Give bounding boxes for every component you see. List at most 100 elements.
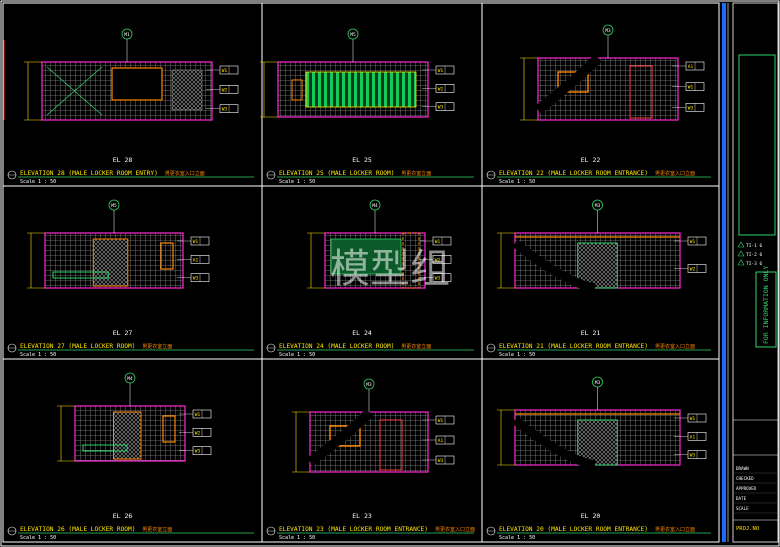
watermark: 模型组	[330, 246, 450, 292]
elevation-title-cn: 男更衣室入口立面	[655, 170, 695, 177]
elevation-label: EL 24	[352, 329, 372, 337]
finish-tag-code: W1	[193, 239, 199, 245]
blue-border-bar	[722, 3, 726, 542]
elevation-title-cn: 男更衣室立面	[142, 526, 172, 533]
finish-tag-code: W3	[688, 105, 694, 111]
elevation-title: ELEVATION 28 (MALE LOCKER ROOM ENTRY)	[20, 170, 158, 177]
elevation-label: EL 22	[581, 156, 601, 164]
finish-tag-code: W2	[195, 430, 201, 436]
finish-tag-code: W2	[435, 257, 441, 263]
elevation-title-cn: 男更衣室入口立面	[655, 343, 695, 350]
elevation-title: ELEVATION 26 (MALE LOCKER ROOM)	[20, 526, 135, 533]
material-tag-bubble	[108, 199, 120, 211]
material-tag-bubble	[124, 372, 136, 384]
elevation-label: EL 23	[352, 512, 372, 520]
elevation-label: EL 28	[113, 156, 133, 164]
elevation-title-cn: 男更衣室立面	[401, 343, 431, 350]
side-door	[160, 242, 174, 270]
revision-entry: TI-3 6	[746, 261, 763, 267]
column	[402, 232, 420, 289]
elevation-label: EL 20	[581, 512, 601, 520]
revision-entry: TI-1 6	[746, 243, 763, 249]
door-frame	[629, 65, 653, 119]
elevation-title: ELEVATION 20 (MALE LOCKER ROOM ENTRANCE)	[499, 526, 648, 533]
material-tag-label: M5	[111, 203, 117, 209]
curve-feature	[534, 54, 602, 114]
elevation-title: ELEVATION 27 (MALE LOCKER ROOM)	[20, 343, 135, 350]
finish-tag-code: W1	[438, 68, 444, 74]
material-tag-bubble	[602, 24, 614, 36]
finish-tag-code: W3	[690, 453, 696, 459]
title-field-label: CHECKED	[736, 476, 754, 481]
material-tag-bubble	[592, 199, 603, 211]
info-stamp-text: FOR INFORMATION ONLY	[762, 266, 770, 344]
elevation-label: EL 26	[113, 512, 133, 520]
material-tag-label: M3	[595, 380, 601, 386]
finish-tag-code: W3	[195, 449, 201, 455]
cabinet	[92, 238, 129, 287]
finish-tag-code: W1	[688, 85, 694, 91]
finish-tag-code: W2	[222, 87, 228, 93]
elevation-scale: Scale 1 : 50	[279, 535, 315, 541]
panel-frames	[2, 2, 720, 543]
double-door	[577, 419, 618, 466]
elevation-title: ELEVATION 24 (MALE LOCKER ROOM)	[279, 343, 394, 350]
elevation-scale: Scale 1 : 50	[499, 352, 535, 358]
material-tag-bubble	[347, 28, 359, 40]
elevation-title-cn: 男更衣室入口立面	[165, 170, 205, 177]
material-tag-bubble	[363, 378, 375, 390]
elevation-scale: Scale 1 : 50	[20, 352, 56, 358]
elevation-scale: Scale 1 : 50	[279, 352, 315, 358]
elevation-title-cn: 男更衣室入口立面	[655, 526, 695, 533]
finish-tag-code: W2	[690, 267, 696, 273]
door-panel	[291, 79, 303, 101]
artwork-frame	[329, 425, 361, 447]
info-stamp	[755, 271, 777, 348]
finish-tag-code: W1	[438, 418, 444, 424]
finish-tag-code: W1	[195, 412, 201, 418]
elevation-label: EL 27	[113, 329, 133, 337]
revision-triangle	[737, 250, 745, 257]
finish-tag-code: W1	[690, 239, 696, 245]
revision-triangle	[737, 259, 745, 266]
vanity-counter	[82, 444, 128, 452]
title-field-label: DRAWN	[736, 466, 749, 471]
finish-tag-code: W3	[438, 105, 444, 111]
elevation-scale: Scale 1 : 50	[20, 179, 56, 185]
finish-tag-code: W1	[690, 416, 696, 422]
material-tag-label: M4	[372, 203, 378, 209]
elevation-scale: Scale 1 : 50	[499, 179, 535, 185]
title-block: TI-1 6TI-2 6TI-3 6 FOR INFORMATION ONLY …	[732, 2, 779, 543]
elevation-title: ELEVATION 21 (MALE LOCKER ROOM ENTRANCE)	[499, 343, 648, 350]
elevation-scale: Scale 1 : 50	[20, 535, 56, 541]
finish-tag-code: W3	[193, 276, 199, 282]
material-tag-bubble	[121, 28, 133, 40]
drawing-number: PROJ.NO	[736, 526, 759, 532]
cabinet	[113, 411, 142, 460]
side-door	[162, 415, 176, 443]
elevation-label: EL 25	[352, 156, 372, 164]
finish-tag-code: W1	[435, 239, 441, 245]
curve-feature	[512, 416, 596, 470]
logo-box	[738, 54, 776, 236]
finish-tag-code: W3	[222, 107, 228, 113]
title-field-label: DATE	[736, 496, 747, 501]
material-tag-bubble	[592, 376, 603, 388]
elevation-wall	[309, 411, 429, 473]
finish-tag-code: W3	[435, 276, 441, 282]
elevation-title: ELEVATION 22 (MALE LOCKER ROOM ENTRANCE)	[499, 170, 648, 177]
curve-feature	[306, 408, 374, 466]
title-field-label: SCALE	[736, 506, 749, 511]
elevation-title-cn: 男更衣室入口立面	[435, 526, 475, 533]
elevation-title: ELEVATION 25 (MALE LOCKER ROOM)	[279, 170, 394, 177]
wall-lines	[46, 66, 103, 116]
